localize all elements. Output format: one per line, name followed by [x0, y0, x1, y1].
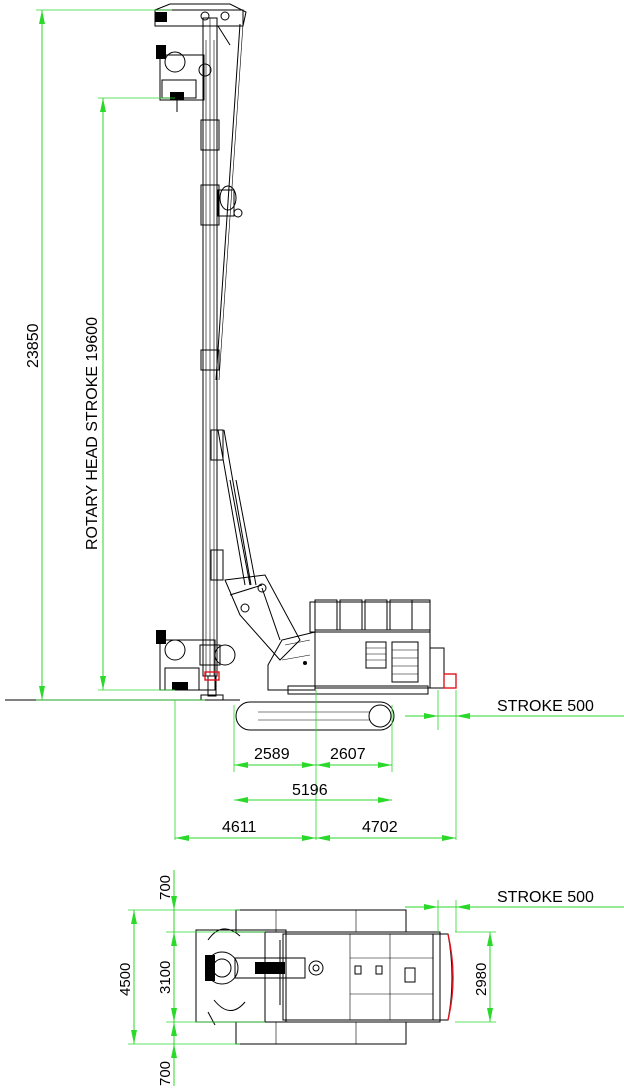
dim-total-height: 23850	[25, 323, 42, 368]
dim-rotary-head-stroke: ROTARY HEAD STROKE 19600	[84, 317, 101, 550]
dim-stroke-plan: STROKE 500	[497, 889, 594, 906]
dim-plan-top-offset: 700	[157, 875, 174, 900]
plan-view-dimensions	[128, 870, 624, 1086]
rotary-head-bottom	[156, 630, 236, 691]
dim-track-front: 2589	[254, 746, 290, 763]
rotary-head-top	[156, 45, 212, 112]
mast-foot	[200, 671, 224, 701]
hoist-rope	[215, 23, 241, 381]
dim-plan-total-width: 4500	[117, 963, 134, 996]
crown-sheave	[154, 3, 247, 46]
dim-plan-counterweight-width: 2980	[473, 963, 490, 996]
side-view-machine	[5, 3, 457, 731]
plan-view-machine	[195, 909, 454, 1045]
side-view-dimensions	[36, 9, 624, 841]
backstay-cylinder	[217, 429, 257, 586]
dim-plan-track-gauge: 3100	[157, 961, 174, 994]
boom-linkage	[224, 574, 301, 661]
mast	[200, 17, 224, 677]
crawler-track-side	[235, 701, 395, 731]
dim-plan-bottom-offset: 700	[157, 1061, 174, 1086]
mast-winch	[217, 185, 243, 218]
dim-track-length: 5196	[292, 782, 328, 799]
dim-track-rear: 2607	[330, 746, 366, 763]
superstructure	[267, 599, 457, 695]
dim-front-reach: 4611	[222, 819, 257, 836]
dim-rear-reach: 4702	[362, 819, 398, 836]
dim-stroke-side: STROKE 500	[497, 698, 594, 715]
